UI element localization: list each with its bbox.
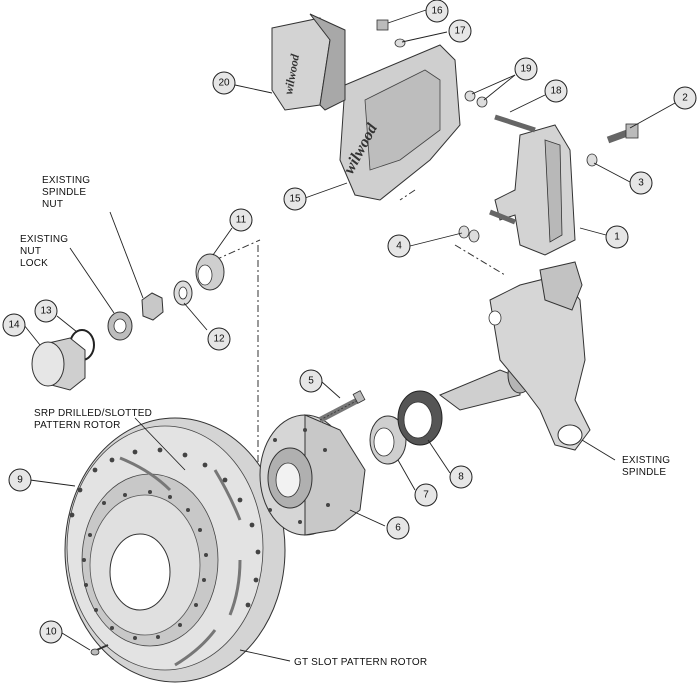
callout-16: 16	[425, 0, 449, 23]
callout-10-number: 10	[45, 627, 57, 638]
label-line: LOCK	[20, 258, 48, 269]
callout-3-number: 3	[638, 178, 644, 189]
label-line: NUT	[42, 199, 63, 210]
label-existing-spindle-nut: EXISTING SPINDLE NUT	[42, 175, 90, 210]
callout-13: 13	[34, 299, 58, 323]
callout-7: 7	[414, 483, 438, 507]
callout-4-number: 4	[396, 241, 402, 252]
callout-11-number: 11	[236, 215, 247, 226]
hub	[259, 414, 366, 536]
caliper: wilwood	[339, 44, 461, 201]
label-existing-spindle: EXISTING SPINDLE	[622, 455, 670, 478]
assembly-axis-lines	[214, 189, 506, 480]
dust-cap	[31, 337, 86, 391]
label-line: EXISTING	[20, 234, 68, 245]
grease-seal	[397, 390, 443, 446]
label-existing-nut-lock: EXISTING NUT LOCK	[20, 234, 68, 269]
rotor	[64, 417, 286, 683]
callout-14: 14	[2, 313, 26, 337]
rotor-screw	[90, 644, 109, 656]
callout-17: 17	[448, 19, 472, 43]
callout-8-number: 8	[458, 472, 464, 483]
label-gt-slot-rotor: GT SLOT PATTERN ROTOR	[294, 657, 427, 668]
callout-15: 15	[283, 187, 307, 211]
callout-12: 12	[207, 327, 231, 351]
callout-8: 8	[449, 465, 473, 489]
callout-13-number: 13	[40, 306, 52, 317]
existing-spindle	[439, 261, 591, 451]
label-line: EXISTING	[622, 455, 670, 466]
callout-7-number: 7	[423, 490, 429, 501]
callout-12-number: 12	[213, 334, 225, 345]
callout-18-number: 18	[550, 86, 562, 97]
label-line: PATTERN ROTOR	[34, 420, 121, 431]
existing-spindle-nut	[141, 292, 164, 321]
callout-2: 2	[673, 86, 697, 110]
callout-1-number: 1	[614, 232, 620, 243]
wheel-stud	[318, 390, 366, 423]
callout-6: 6	[386, 516, 410, 540]
label-line: SPINDLE	[42, 187, 86, 198]
leader-lines	[23, 9, 676, 662]
callout-3: 3	[629, 171, 653, 195]
callout-19-number: 19	[520, 64, 532, 75]
bleed-screw	[376, 19, 406, 48]
inner-bearing	[369, 415, 407, 465]
spindle-washer	[173, 280, 193, 306]
label-line: SPINDLE	[622, 467, 666, 478]
callout-1: 1	[605, 225, 629, 249]
callout-15-number: 15	[289, 194, 301, 205]
callout-16-number: 16	[431, 6, 443, 17]
label-srp-rotor: SRP DRILLED/SLOTTED PATTERN ROTOR	[34, 408, 152, 431]
callout-5: 5	[299, 369, 323, 393]
callout-9: 9	[8, 468, 32, 492]
callout-14-number: 14	[8, 320, 20, 331]
callout-5-number: 5	[308, 376, 314, 387]
label-line: EXISTING	[42, 175, 90, 186]
callout-20: 20	[212, 71, 236, 95]
bracket-bolts	[458, 90, 639, 243]
callout-2-number: 2	[682, 93, 688, 104]
callout-6-number: 6	[395, 523, 401, 534]
callout-19: 19	[514, 57, 538, 81]
callout-9-number: 9	[17, 475, 23, 486]
outer-bearing	[195, 253, 225, 291]
callout-11: 11	[229, 208, 253, 232]
callout-10: 10	[39, 620, 63, 644]
caliper-bracket	[494, 124, 576, 256]
callout-17-number: 17	[454, 26, 466, 37]
label-line: NUT	[20, 246, 41, 257]
callout-18: 18	[544, 79, 568, 103]
callout-4: 4	[387, 234, 411, 258]
label-line: GT SLOT PATTERN ROTOR	[294, 657, 427, 668]
existing-nut-lock	[107, 311, 133, 341]
label-line: SRP DRILLED/SLOTTED	[34, 408, 152, 419]
brake-pads: wilwood	[271, 13, 346, 111]
callout-20-number: 20	[218, 78, 230, 89]
